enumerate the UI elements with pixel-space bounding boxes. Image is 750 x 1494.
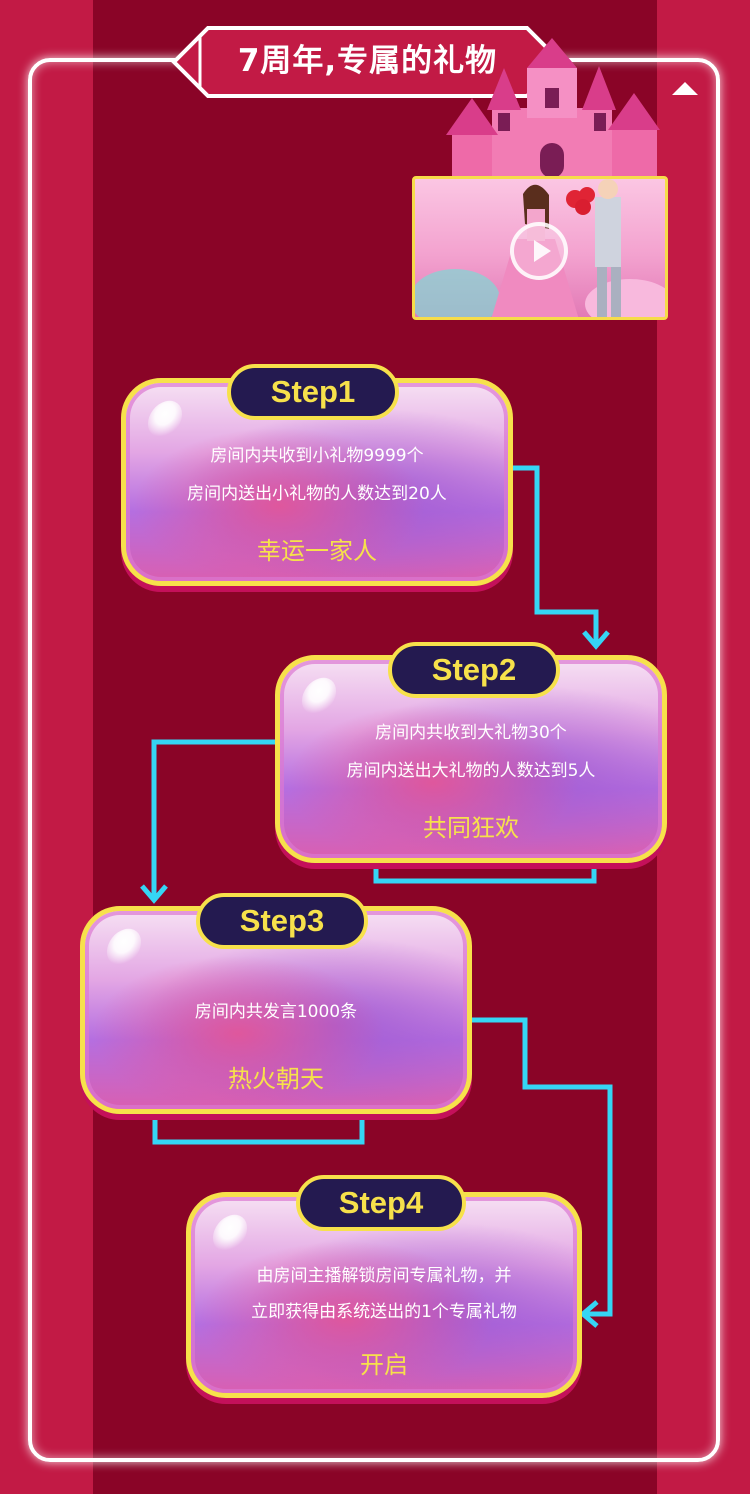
step-4-condition-1: 由房间主播解锁房间专属礼物，并	[256, 1266, 512, 1286]
step-3-condition-1: 房间内共发言1000条	[194, 1002, 358, 1022]
page-title: 7周年,专属的礼物	[237, 43, 498, 79]
castle-illustration	[446, 38, 660, 178]
step-3-reward: 热火朝天	[228, 1065, 324, 1093]
play-triangle	[534, 240, 551, 262]
step-3-label: Step3	[196, 893, 368, 949]
connector-3-tab	[152, 1108, 365, 1145]
connector-2-tab	[373, 858, 597, 884]
step-4-reward: 开启	[360, 1351, 408, 1379]
step-1-condition-1: 房间内共收到小礼物9999个	[210, 446, 424, 466]
step-2-condition-2: 房间内送出大礼物的人数达到5人	[346, 761, 596, 781]
play-icon[interactable]	[510, 222, 568, 280]
gloss-highlight	[140, 394, 190, 444]
gloss-highlight	[99, 922, 149, 972]
connector-1-2	[510, 465, 599, 642]
connector-2-3	[151, 739, 280, 898]
step-1-label: Step1	[227, 364, 399, 420]
step-4-label: Step4	[296, 1175, 466, 1231]
connector-3-4	[470, 1017, 613, 1317]
arrow-1-2	[582, 630, 610, 650]
gloss-highlight	[205, 1208, 255, 1258]
gloss-highlight	[294, 671, 344, 721]
step-4-condition-2: 立即获得由系统送出的1个专属礼物	[251, 1302, 517, 1322]
arrow-2-3	[140, 884, 168, 904]
step-1-reward: 幸运一家人	[257, 537, 377, 565]
step-2-condition-1: 房间内共收到大礼物30个	[375, 723, 567, 743]
title-banner: 7周年,专属的礼物	[170, 22, 565, 102]
arrow-3-4	[579, 1300, 599, 1328]
step-2-reward: 共同狂欢	[423, 814, 519, 842]
scroll-up-icon[interactable]	[672, 82, 698, 95]
step-1-condition-2: 房间内送出小礼物的人数达到20人	[187, 484, 447, 504]
step-2-label: Step2	[388, 642, 560, 698]
